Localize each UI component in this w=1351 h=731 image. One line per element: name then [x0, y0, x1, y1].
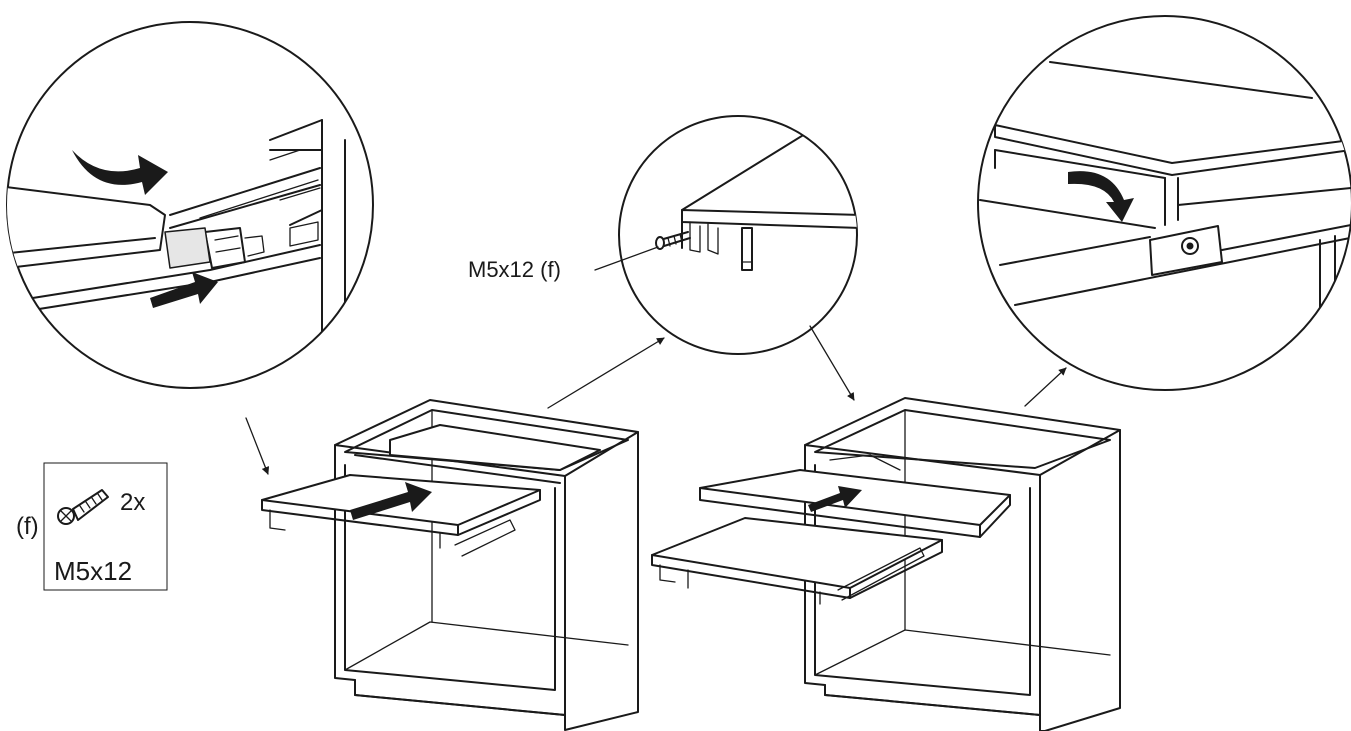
connector-arrows	[245, 246, 1067, 475]
detail-circle-1	[6, 21, 374, 389]
cabinet-1	[261, 399, 639, 731]
detail-circle-3	[977, 15, 1351, 391]
cabinet-2	[651, 397, 1121, 731]
hardware-id-label: (f)	[16, 513, 39, 540]
screw-icon	[57, 489, 109, 525]
hardware-spec-label: M5x12	[54, 556, 132, 586]
hardware-box: 2x M5x12	[43, 462, 168, 591]
quantity-label: 2x	[120, 489, 145, 516]
screw-callout-label: M5x12 (f)	[468, 257, 561, 282]
detail-circle-2	[618, 115, 858, 355]
